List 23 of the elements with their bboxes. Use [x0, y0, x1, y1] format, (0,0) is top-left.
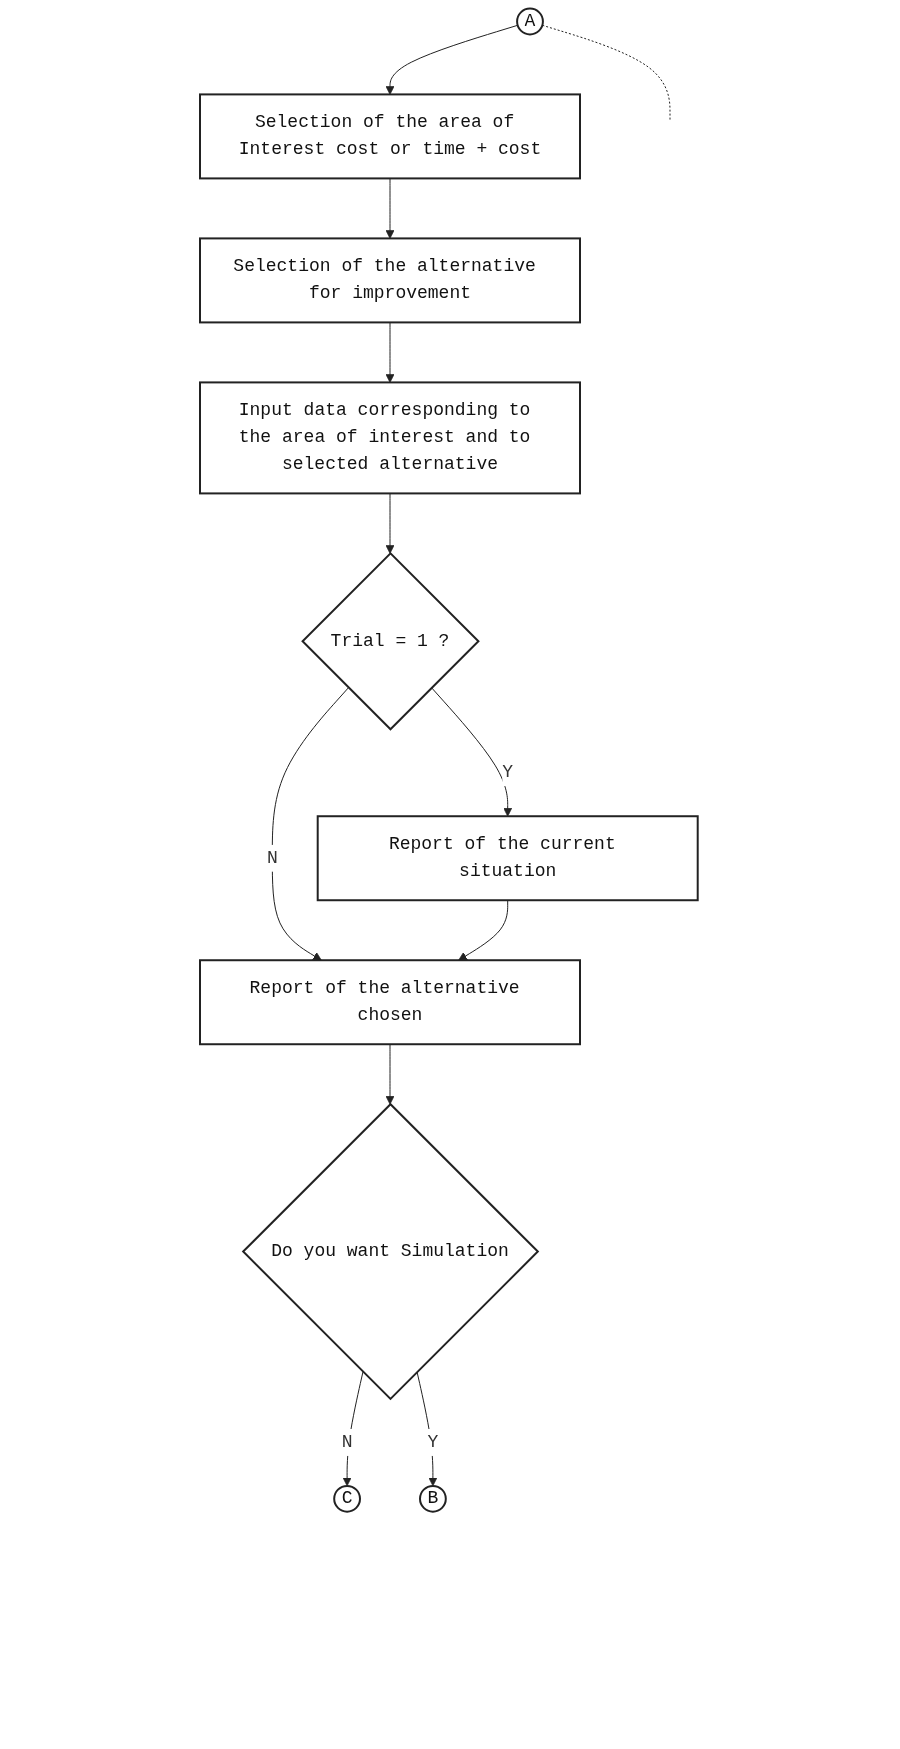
node-box: Input data corresponding to the area of interest and to selected alternative [199, 381, 581, 495]
node-diamond: Trial = 1 ? [301, 552, 480, 731]
arrow [385, 24, 519, 95]
arrow [385, 492, 395, 554]
arrow [271, 687, 349, 961]
arrow [385, 177, 395, 239]
node-box: Report of the alternative chosen [199, 959, 581, 1046]
connector [541, 24, 671, 122]
arrow [431, 687, 513, 817]
node-circle: A [516, 7, 544, 36]
node-box: Selection of the alternative for improvement [199, 237, 581, 324]
node-box: Report of the current situation [316, 815, 699, 902]
edge-label: Y [502, 762, 514, 783]
node-diamond: Do you want Simulation [241, 1102, 540, 1401]
edge-label: N [266, 847, 278, 868]
arrow [385, 321, 395, 383]
node-box: Selection of the area of Interest cost or time + cost [199, 93, 581, 180]
edge-label: N [341, 1431, 353, 1452]
node-circle: B [419, 1484, 447, 1513]
node-circle: C [333, 1484, 361, 1513]
arrow [458, 899, 509, 961]
arrow [385, 1043, 395, 1105]
edge-label: Y [427, 1431, 439, 1452]
